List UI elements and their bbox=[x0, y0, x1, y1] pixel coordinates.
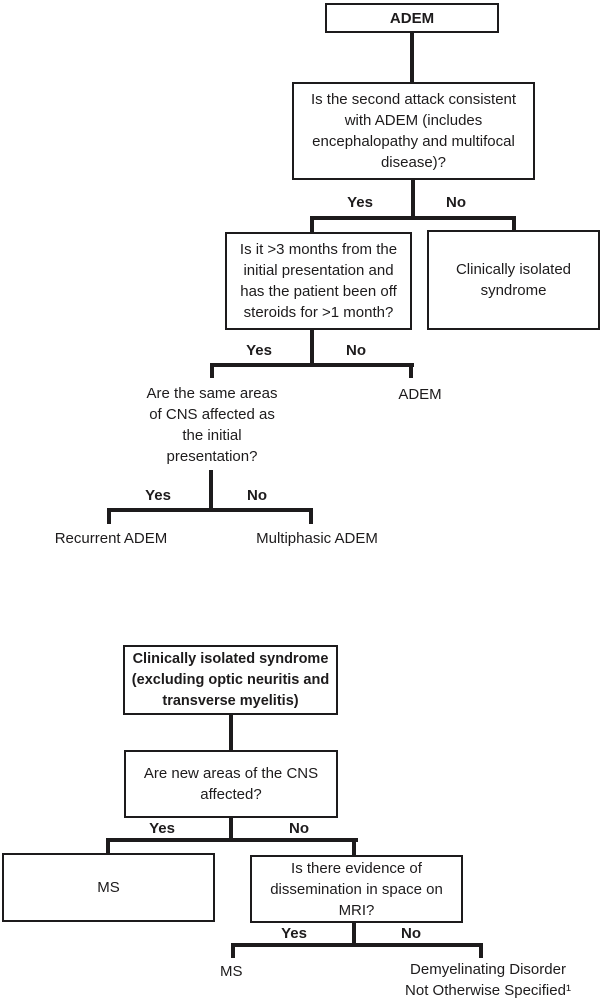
no-label: No bbox=[247, 487, 267, 504]
connector-line bbox=[352, 838, 356, 855]
same-areas-question: Are the same areas of CNS affected as th… bbox=[146, 385, 278, 465]
no-label: No bbox=[289, 820, 309, 837]
connector-line bbox=[352, 923, 356, 943]
yes-label: Yes bbox=[347, 194, 373, 211]
cis-outcome-box: Clinically isolated syndrome bbox=[427, 230, 600, 330]
second-attack-question-box: Is the second attack consistent with ADE… bbox=[292, 82, 535, 180]
no-label: No bbox=[446, 194, 466, 211]
yes-label: Yes bbox=[281, 925, 307, 942]
connector-line bbox=[107, 508, 111, 524]
new-areas-question-box: Are new areas of the CNS affected? bbox=[124, 750, 338, 818]
ms-outcome-label: MS bbox=[220, 963, 243, 980]
connector-line bbox=[410, 33, 414, 82]
connector-line bbox=[310, 330, 314, 363]
recurrent-adem-outcome-label: Recurrent ADEM bbox=[54, 530, 168, 547]
branch-line bbox=[210, 363, 414, 367]
branch-line bbox=[310, 216, 516, 220]
connector-line bbox=[209, 470, 213, 508]
adem-outcome-label: ADEM bbox=[398, 386, 442, 403]
no-label: No bbox=[346, 342, 366, 359]
connector-line bbox=[310, 216, 314, 232]
dissemination-question-box: Is there evidence of dissemination in sp… bbox=[250, 855, 463, 923]
connector-line bbox=[210, 363, 214, 378]
connector-line bbox=[411, 180, 415, 218]
no-label: No bbox=[401, 925, 421, 942]
yes-label: Yes bbox=[149, 820, 175, 837]
cis-excluding-root-box: Clinically isolated syndrome (excluding … bbox=[123, 645, 338, 715]
branch-line bbox=[231, 943, 483, 947]
branch-line bbox=[106, 838, 358, 842]
connector-line bbox=[409, 363, 413, 378]
connector-line bbox=[512, 216, 516, 230]
connector-line bbox=[231, 943, 235, 958]
connector-line bbox=[106, 838, 110, 853]
yes-label: Yes bbox=[246, 342, 272, 359]
three-months-question-box: Is it >3 months from the initial present… bbox=[225, 232, 412, 330]
ms-outcome-box: MS bbox=[2, 853, 215, 922]
branch-line bbox=[107, 508, 313, 512]
ddnos-outcome-label: Demyelinating Disorder Not Otherwise Spe… bbox=[405, 961, 571, 999]
multiphasic-adem-outcome-label: Multiphasic ADEM bbox=[256, 530, 378, 547]
adem-root-box: ADEM bbox=[325, 3, 499, 33]
connector-line bbox=[309, 508, 313, 524]
connector-line bbox=[229, 715, 233, 750]
connector-line bbox=[479, 943, 483, 958]
yes-label: Yes bbox=[145, 487, 171, 504]
connector-line bbox=[229, 818, 233, 838]
